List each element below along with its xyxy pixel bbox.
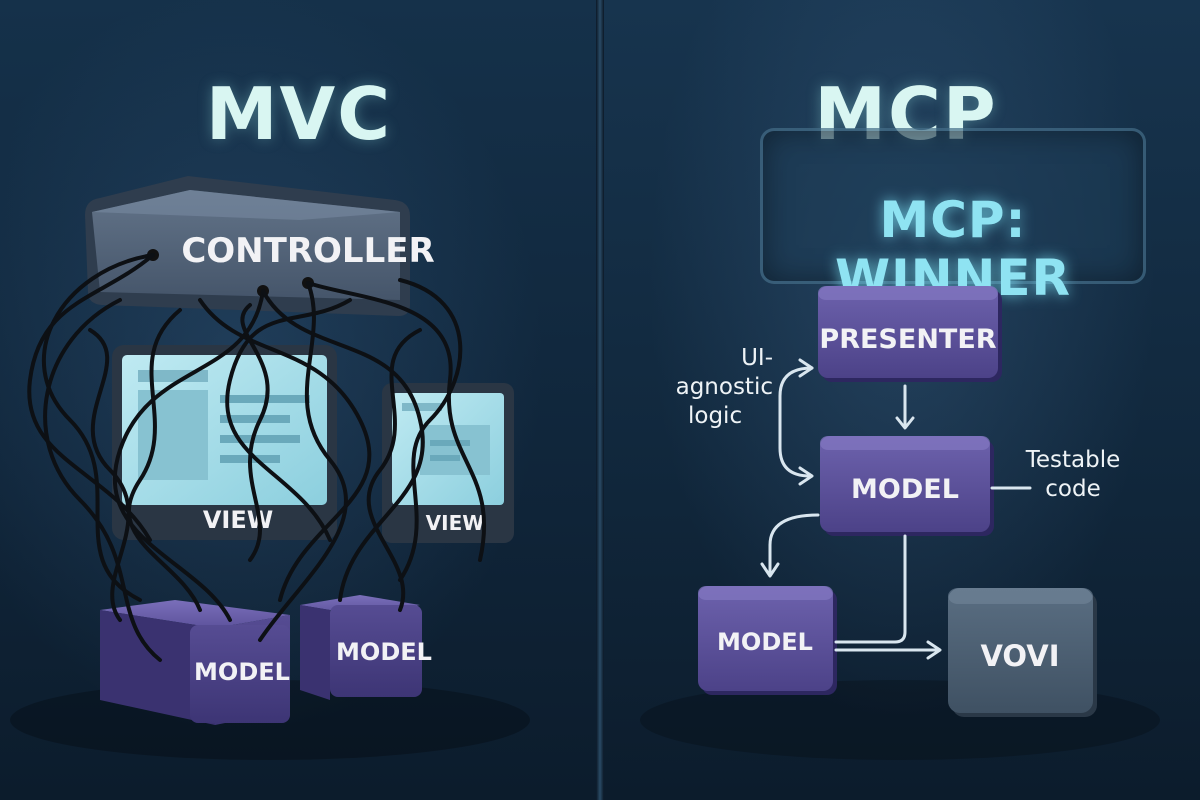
vovi-label: VOVI (980, 639, 1059, 673)
mvc-diagram: CONTROLLER VIEW VIEW MODEL M (10, 176, 530, 760)
model-left-label: MODEL (194, 658, 290, 686)
vovi-block: VOVI (948, 588, 1097, 717)
tangled-wires (27, 253, 487, 662)
mcp-diagram: PRESENTER MODEL MODEL VOVI (640, 286, 1160, 760)
controller-block: CONTROLLER (85, 176, 435, 316)
view-monitor-large: VIEW (112, 345, 337, 540)
controller-label: CONTROLLER (181, 231, 434, 271)
presenter-block: PRESENTER (818, 286, 1002, 382)
note-left-line1: UI-agnostic (675, 345, 773, 400)
presenter-label: PRESENTER (819, 324, 996, 355)
note-left-line2: logic (688, 402, 743, 429)
view-large-label: VIEW (203, 506, 273, 534)
model-center-block: MODEL (820, 436, 994, 536)
mvc-title: MVC (205, 72, 393, 156)
arrow-loop-left (778, 366, 814, 478)
arrow-model-to-model (768, 513, 820, 574)
note-testable-code: Testable code (1018, 446, 1128, 504)
arrow-model-to-vovi-line (834, 534, 907, 644)
model-center-label: MODEL (851, 474, 959, 505)
model-block-left: MODEL (100, 600, 290, 725)
flow-arrows (760, 358, 1032, 660)
panel-divider (596, 0, 604, 800)
note-right-line1: Testable (1025, 447, 1121, 473)
model-bottom-block: MODEL (698, 586, 837, 695)
view-small-label: VIEW (426, 511, 485, 535)
winner-banner: MCP: WINNER (760, 128, 1146, 307)
model-right-label: MODEL (336, 638, 432, 666)
model-bottom-label: MODEL (717, 628, 813, 656)
model-block-right: MODEL (300, 595, 432, 700)
note-right-line2: code (1045, 475, 1101, 502)
note-ui-agnostic: UI-agnostic logic (658, 344, 773, 430)
